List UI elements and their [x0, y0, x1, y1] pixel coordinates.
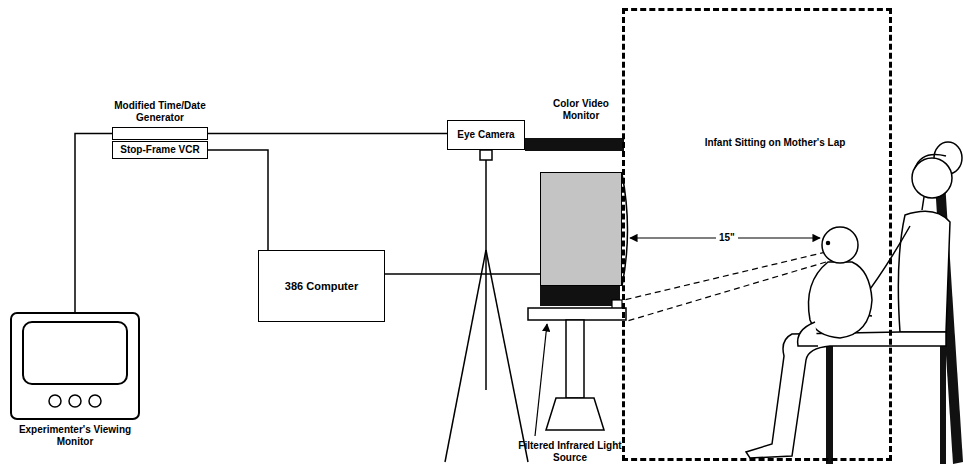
infant-figure: [798, 227, 872, 346]
node-label: Modified Time/Date Generator: [100, 100, 220, 124]
leader-line: [535, 324, 547, 436]
signal-cable: [75, 134, 112, 313]
node-label: Experimenter's Viewing Monitor: [8, 424, 142, 448]
signal-cable: [385, 273, 540, 275]
tv-monitor-outline: [10, 312, 140, 420]
signal-cable: [208, 133, 447, 135]
color-monitor: Color Video Monitor: [538, 98, 624, 286]
vcr-box: Stop-Frame VCR: [112, 141, 208, 159]
eye-camera-box: Eye Camera: [447, 120, 525, 150]
node-label: Color Video Monitor: [538, 98, 624, 122]
distance-label: 15": [716, 232, 738, 244]
tripod: [445, 150, 528, 462]
node-label: 386 Computer: [285, 280, 358, 292]
camera-lens-bar: [525, 138, 624, 151]
node-label: Stop-Frame VCR: [118, 144, 202, 156]
infant-region: Infant Sitting on Mother's Lap: [622, 8, 892, 461]
node-label: Eye Camera: [457, 129, 514, 141]
viewing-monitor: Experimenter's Viewing Monitor: [8, 312, 142, 448]
computer-box: 386 Computer: [258, 250, 385, 322]
mother-figure: [746, 142, 962, 458]
sight-lines: [624, 252, 826, 322]
node-label: Infant Sitting on Mother's Lap: [695, 135, 855, 151]
signal-cable: [208, 150, 268, 250]
part-label: Filtered Infrared Light Source: [514, 440, 626, 464]
monitor-housing: [540, 172, 622, 286]
time-date-generator: Modified Time/Date Generator: [100, 100, 220, 140]
generator-box: [112, 127, 208, 140]
infrared-source: [540, 286, 620, 306]
